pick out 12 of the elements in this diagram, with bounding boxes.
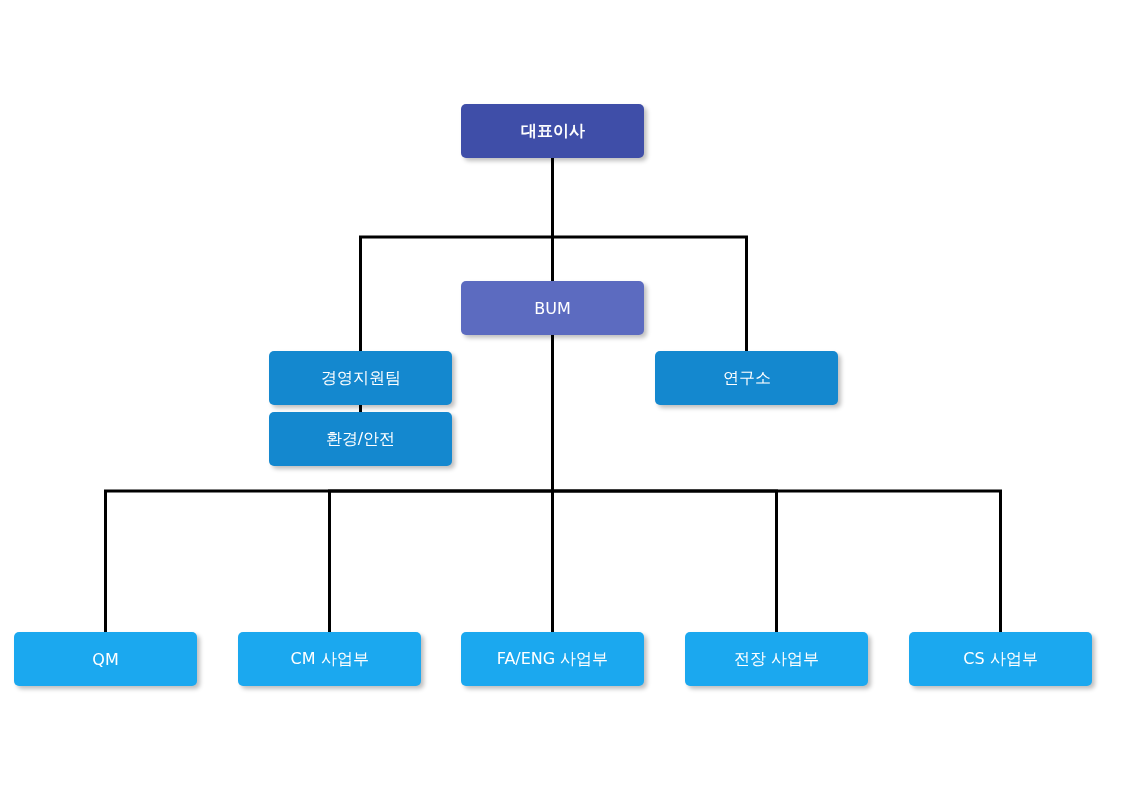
org-box: CS 사업부 bbox=[909, 632, 1092, 686]
connector-line bbox=[551, 158, 748, 351]
connector-line bbox=[359, 405, 362, 412]
org-box: BUM bbox=[461, 281, 644, 335]
org-box: QM bbox=[14, 632, 197, 686]
org-box: 경영지원팀 bbox=[269, 351, 452, 405]
org-box: FA/ENG 사업부 bbox=[461, 632, 644, 686]
org-box: CM 사업부 bbox=[238, 632, 421, 686]
org-box: 연구소 bbox=[655, 351, 838, 405]
org-box: 환경/안전 bbox=[269, 412, 452, 466]
org-box: 대표이사 bbox=[461, 104, 644, 158]
org-box: 전장 사업부 bbox=[685, 632, 868, 686]
